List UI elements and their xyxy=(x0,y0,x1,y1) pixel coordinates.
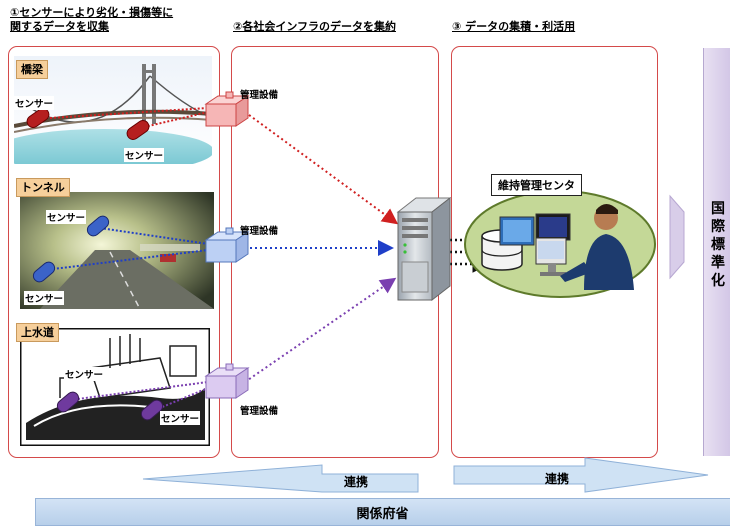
cooperation-label-right: 連携 xyxy=(545,472,570,486)
facility-label: 管理設備 xyxy=(240,90,279,101)
center-label: 維持管理センタ xyxy=(491,174,582,196)
standardization-bar xyxy=(703,48,730,456)
sensor-label: センサー xyxy=(64,367,105,381)
sensor-icon xyxy=(86,215,110,237)
cooperation-label-left: 連携 xyxy=(344,475,369,489)
sensor-label: センサー xyxy=(160,411,201,425)
facility-box-bridge xyxy=(204,91,250,127)
bridge-to-server-line xyxy=(244,111,399,225)
header-utilize: ③ データの集積・利活用 xyxy=(452,20,576,33)
tunnel-sensor-line-1 xyxy=(99,227,209,245)
water-sensor-line-2 xyxy=(154,387,209,411)
process-arrow xyxy=(669,194,685,280)
sensor-icon xyxy=(26,108,50,128)
sensor-icon xyxy=(126,120,150,140)
water-to-server-line xyxy=(244,277,397,383)
sensor-icon xyxy=(32,261,56,283)
operator-icon xyxy=(560,204,634,290)
facility-box-tunnel xyxy=(204,227,250,263)
tunnel-sensor-line-2 xyxy=(44,249,209,271)
tunnel-tag: トンネル xyxy=(16,178,70,197)
sensor-label: センサー xyxy=(46,210,87,224)
facility-label: 管理設備 xyxy=(240,406,279,417)
cooperation-arrow-left xyxy=(142,464,419,493)
water-sensor-line-1 xyxy=(69,381,209,401)
standardization-label: 国際標準化 xyxy=(711,201,725,289)
sensor-icon xyxy=(56,391,80,413)
header-collect: ①センサーにより劣化・損傷等に 関するデータを収集 xyxy=(10,6,174,33)
water-tag: 上水道 xyxy=(16,323,59,342)
ministries-bar xyxy=(35,498,730,526)
server-icon xyxy=(396,196,452,302)
monitor-icon xyxy=(499,213,571,276)
ministries-label: 関係府省 xyxy=(356,507,409,522)
facility-label: 管理設備 xyxy=(240,226,279,237)
sensor-label: センサー xyxy=(24,291,65,305)
sensor-icon xyxy=(140,399,164,421)
header-aggregate: ②各社会インフラのデータを集約 xyxy=(233,20,396,33)
bridge-sensor-line-1 xyxy=(49,107,209,119)
cooperation-arrow-right xyxy=(453,457,709,493)
facility-box-water xyxy=(204,363,250,399)
sensor-label: センサー xyxy=(124,148,165,162)
bridge-tag: 橋梁 xyxy=(16,60,48,79)
sensor-label: センサー xyxy=(14,96,55,110)
bridge-sensor-line-2 xyxy=(139,111,209,129)
